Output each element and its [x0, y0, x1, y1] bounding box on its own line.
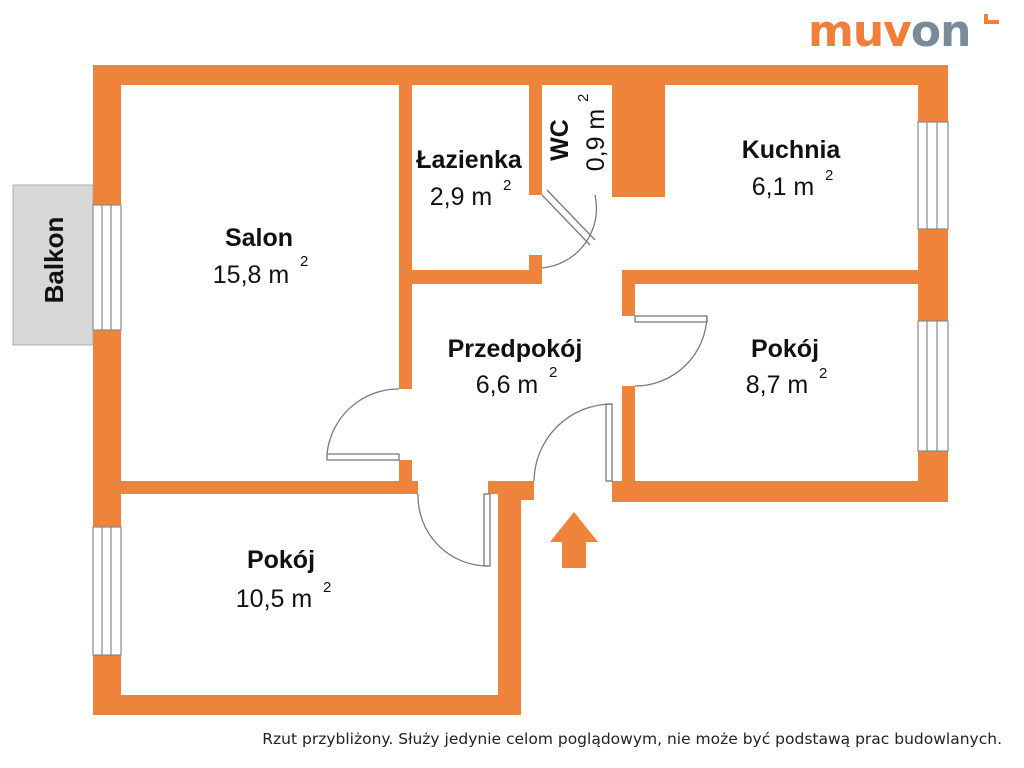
room-lazienka-name: Łazienka	[416, 146, 523, 174]
room-salon-area: 15,8 m	[213, 261, 289, 289]
room-kuchnia: Kuchnia 6,1 m 2	[742, 136, 842, 201]
room-lazienka: Łazienka 2,9 m 2	[416, 146, 523, 211]
windows	[92, 121, 949, 656]
entrance-arrow-icon	[550, 512, 598, 568]
window-salon-balcony	[92, 204, 122, 331]
room-pokoj-bottom-name: Pokój	[247, 546, 315, 574]
room-pokoj-bottom: Pokój 10,5 m 2	[236, 546, 332, 613]
room-pokoj-right-area: 8,7 m	[746, 371, 809, 399]
room-kuchnia-sup: 2	[825, 167, 833, 184]
room-przedpokoj: Przedpokój 6,6 m 2	[448, 335, 583, 399]
room-pokoj-right-sup: 2	[819, 365, 827, 382]
window-kuchnia	[917, 121, 949, 230]
svg-text:muvon: muvon	[808, 6, 970, 57]
room-pokoj-right: Pokój 8,7 m 2	[746, 335, 828, 399]
room-lazienka-sup: 2	[503, 177, 511, 194]
room-przedpokoj-name: Przedpokój	[448, 335, 583, 363]
room-salon-sup: 2	[300, 253, 308, 270]
room-kuchnia-name: Kuchnia	[742, 136, 842, 164]
logo-text-part2: on	[911, 6, 971, 57]
room-lazienka-area: 2,9 m	[430, 183, 493, 211]
room-pokoj-right-name: Pokój	[751, 335, 819, 363]
room-wc-sup: 2	[575, 94, 592, 102]
room-pokoj-bottom-area: 10,5 m	[236, 585, 312, 613]
logo-text-part1: muv	[808, 6, 912, 57]
balcony-label: Balkon	[39, 217, 69, 304]
room-pokoj-bottom-sup: 2	[323, 579, 331, 596]
door-pokoj-bottom	[417, 493, 491, 567]
doors	[326, 189, 708, 567]
room-wc: WC 0,9 m 2	[546, 94, 610, 172]
window-pokoj-right	[917, 320, 949, 452]
door-pokoj-right	[634, 315, 708, 387]
room-salon: Salon 15,8 m 2	[213, 224, 309, 289]
room-kuchnia-area: 6,1 m	[752, 173, 815, 201]
room-przedpokoj-sup: 2	[549, 364, 557, 381]
muvon-logo: muvon	[808, 6, 999, 57]
room-wc-area: 0,9 m	[582, 109, 610, 172]
room-przedpokoj-area: 6,6 m	[476, 371, 539, 399]
door-salon	[326, 388, 400, 461]
door-wc	[541, 189, 598, 269]
door-entrance	[533, 403, 613, 482]
room-salon-name: Salon	[225, 224, 293, 252]
window-pokoj-bottom	[92, 526, 122, 656]
balcony-area	[12, 184, 94, 346]
room-wc-name: WC	[546, 119, 574, 161]
logo-arrow-icon	[984, 14, 999, 24]
disclaimer-text: Rzut przybliżony. Służy jedynie celom po…	[262, 730, 1002, 748]
